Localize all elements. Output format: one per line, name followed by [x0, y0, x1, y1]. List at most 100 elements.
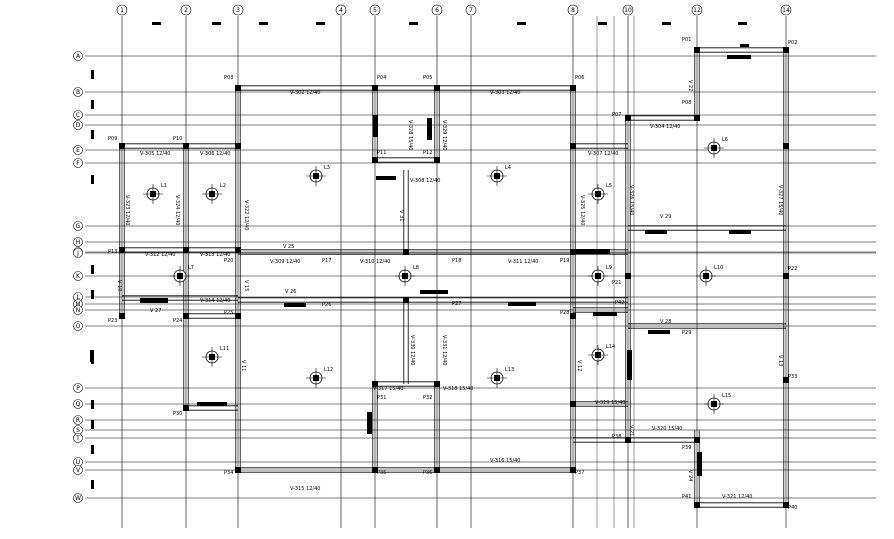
column-mark — [372, 381, 378, 387]
axis-label: W — [75, 495, 81, 502]
wall-block — [284, 303, 306, 307]
slab-label: L4 — [505, 165, 511, 171]
axis-label: P — [76, 385, 80, 392]
column-label: P42 — [615, 300, 624, 306]
slab-label: L7 — [188, 265, 194, 271]
axis-bubble — [232, 4, 244, 16]
axis-label: 3 — [236, 7, 240, 14]
column-mark — [235, 247, 241, 253]
axis-bubble — [73, 465, 83, 475]
column-mark — [694, 115, 700, 121]
column-label: P03 — [224, 75, 233, 81]
column-mark — [694, 437, 700, 443]
column-label: P33 — [788, 374, 797, 380]
axis-bubble — [73, 237, 83, 247]
slab-label: L9 — [606, 265, 612, 271]
column-label: P25 — [224, 310, 233, 316]
column-label: P02 — [788, 40, 797, 46]
column-mark — [183, 143, 189, 149]
column-label: P12 — [423, 150, 432, 156]
wall-block — [367, 412, 372, 434]
axis-bubble — [73, 51, 83, 61]
column-mark — [183, 405, 189, 411]
slab-core — [711, 145, 717, 151]
beam-label: V-304 12/40 — [650, 124, 680, 130]
axis-label: Q — [76, 401, 81, 408]
axis-bubble — [73, 399, 83, 409]
slab-label: L2 — [220, 183, 226, 189]
axis-label: 12 — [693, 7, 701, 14]
wall-block — [593, 312, 617, 316]
beam-label: V-329 12/40 — [441, 120, 447, 150]
dimension-tick — [91, 480, 94, 489]
slab-markers — [143, 138, 724, 414]
axis-bubble — [73, 383, 83, 393]
beam-label: V 24 — [687, 470, 693, 481]
column-mark — [434, 381, 440, 387]
beam-label: V 28 — [660, 319, 671, 325]
axis-label: V — [76, 467, 81, 474]
slab-label: L10 — [714, 265, 723, 271]
beam-label: V-317 15/40 — [373, 386, 403, 392]
axis-label: 1 — [120, 7, 124, 14]
axis-grid: 12345678101214ABCDEFGHIJKLMNOPQRSTUVW — [73, 4, 876, 528]
beam-label: V-308 12/40 — [410, 178, 440, 184]
slab-core — [595, 273, 601, 279]
beam-label: V-314 12/40 — [200, 298, 230, 304]
slab-core — [150, 191, 156, 197]
column-mark — [783, 377, 789, 383]
beam-label: V-322 12/40 — [243, 200, 249, 230]
column-label: P24 — [173, 318, 182, 324]
axis-bubble — [73, 433, 83, 443]
column-label: P35 — [377, 470, 386, 476]
column-label: P32 — [423, 395, 432, 401]
column-mark — [570, 313, 576, 319]
axis-bubble — [73, 305, 83, 315]
slab-core — [703, 273, 709, 279]
dimension-tick — [91, 100, 94, 109]
axis-label: F — [76, 160, 80, 167]
column-label: P10 — [173, 136, 182, 142]
axis-bubble — [431, 4, 443, 16]
axis-label: T — [75, 435, 80, 442]
axis-bubble — [335, 4, 347, 16]
slab-label: L15 — [722, 393, 731, 399]
dimension-tick — [662, 22, 671, 25]
beam-label: V-311 12/40 — [508, 259, 538, 265]
axis-bubble — [691, 4, 703, 16]
column-label: P19 — [560, 258, 569, 264]
slab-label: L14 — [606, 344, 615, 350]
wall-block — [645, 230, 667, 234]
column-mark — [372, 467, 378, 473]
axis-bubble — [180, 4, 192, 16]
axis-label: 7 — [469, 7, 473, 14]
column-mark — [694, 47, 700, 53]
wall-block — [576, 249, 610, 254]
column-mark — [434, 85, 440, 91]
slab-core — [313, 375, 319, 381]
wall-block — [427, 118, 432, 140]
column-mark — [570, 249, 576, 255]
axis-bubble — [116, 4, 128, 16]
beam-label: V-303 12/40 — [490, 90, 520, 96]
wall-block — [697, 452, 702, 476]
slab-core — [494, 173, 500, 179]
column-mark — [434, 467, 440, 473]
axis-bubble — [369, 4, 381, 16]
beam-label: V-309 12/40 — [270, 259, 300, 265]
column-mark — [119, 143, 125, 149]
column-label: P04 — [377, 75, 386, 81]
column-mark — [783, 47, 789, 53]
column-label: P08 — [682, 100, 691, 106]
beam-outlines — [119, 47, 789, 508]
dimension-tick — [740, 44, 749, 47]
beam-label: V-327 15/40 — [777, 185, 783, 215]
wall-block — [729, 230, 751, 234]
column-mark — [183, 313, 189, 319]
column-mark — [403, 249, 409, 255]
slab-core — [595, 191, 601, 197]
beam-label: V 15 — [243, 280, 249, 291]
beam-label: V-302 12/40 — [290, 90, 320, 96]
